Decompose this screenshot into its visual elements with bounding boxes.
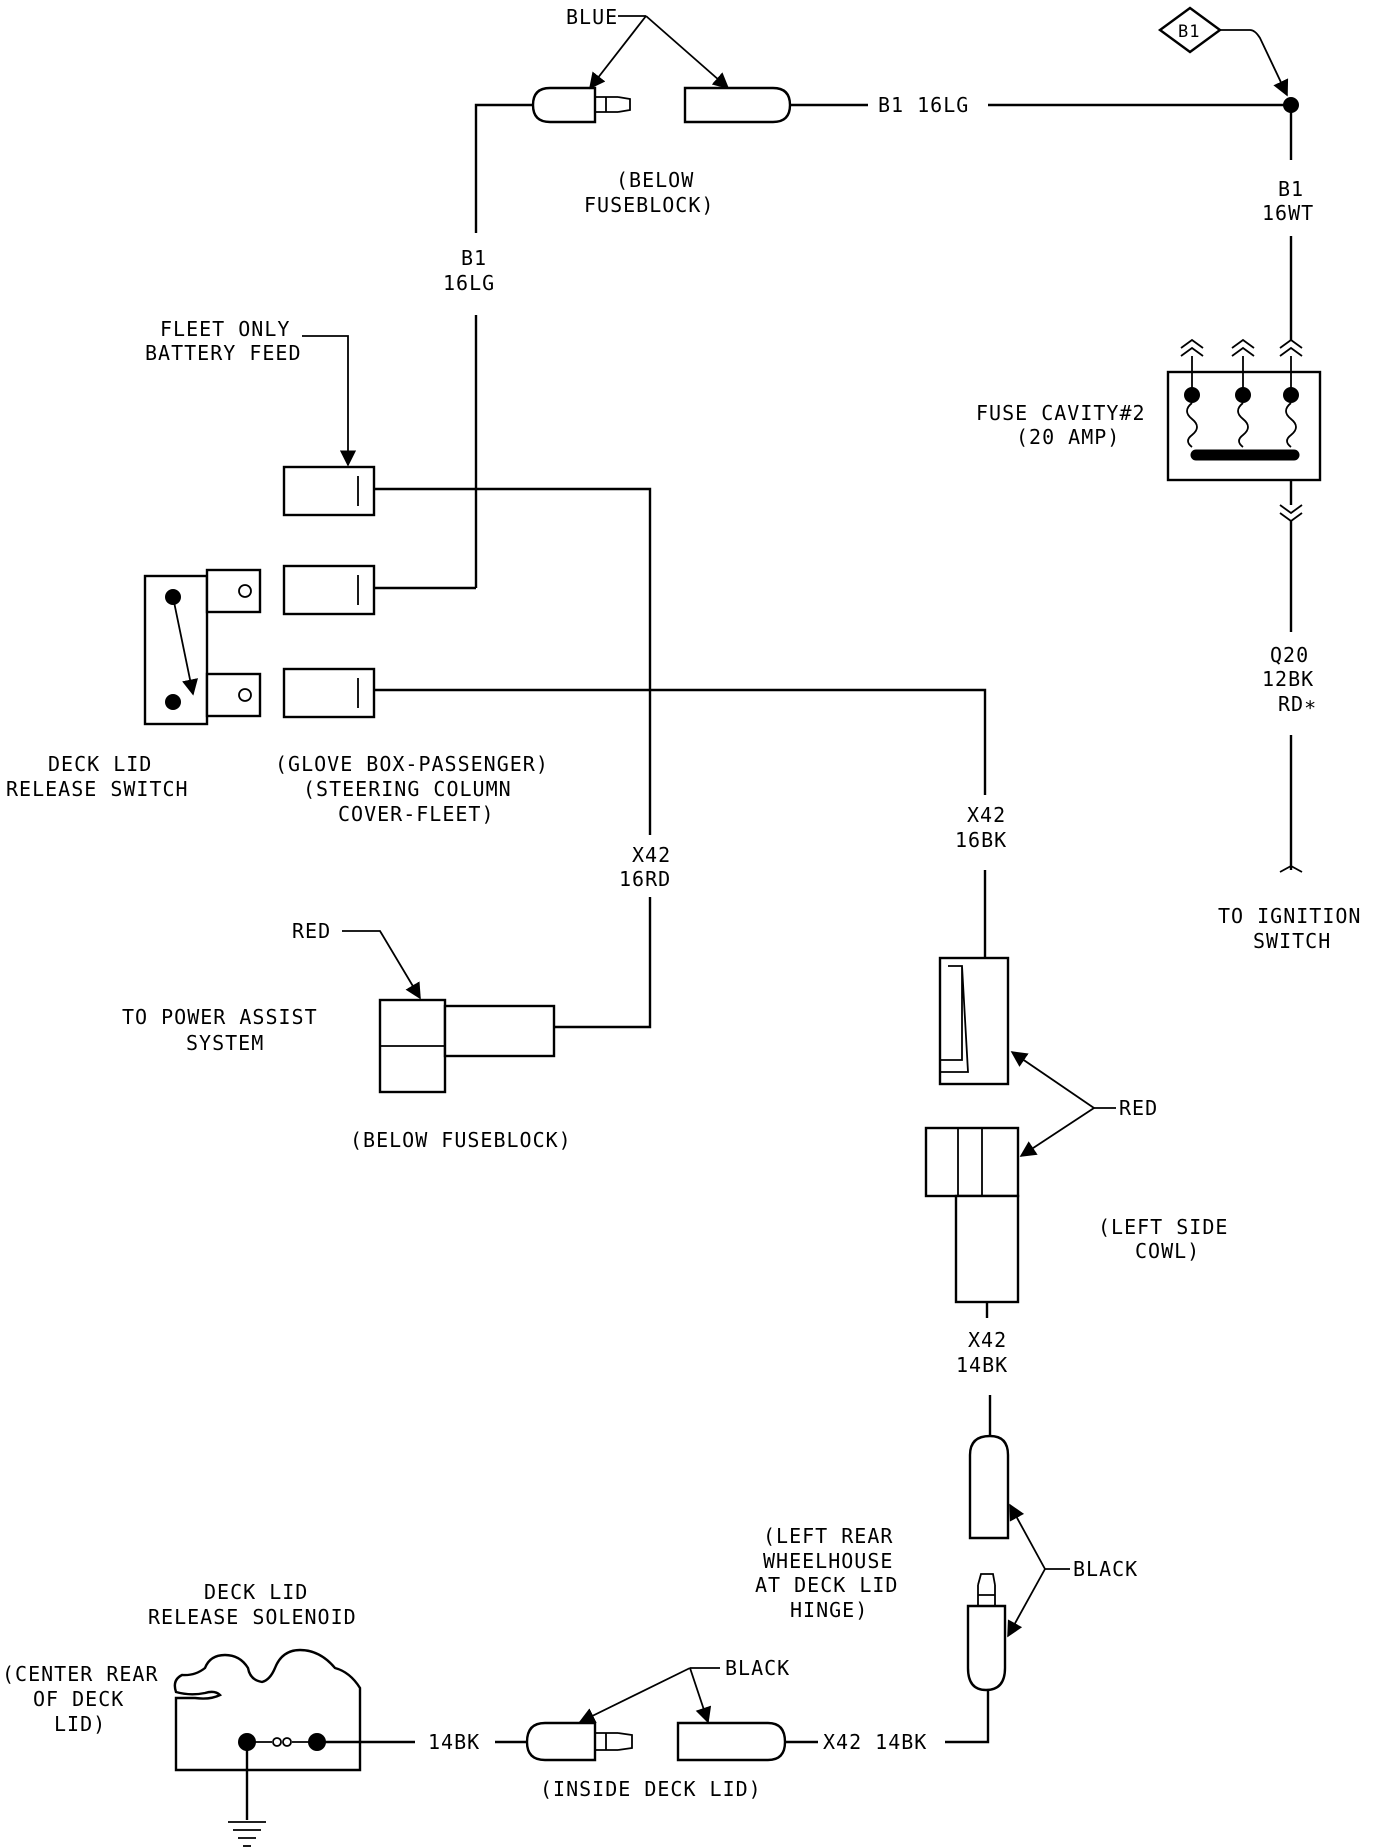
wheelhouse-label-4: HINGE)	[790, 1598, 868, 1622]
x42-14bk-bottom-label: X42 14BK	[823, 1730, 927, 1754]
red-power-arrow	[342, 930, 421, 1000]
x42-14bk-label-2: 14BK	[956, 1353, 1008, 1377]
diamond-arrow	[1220, 29, 1289, 97]
black-bottom-arrow-right	[689, 1667, 712, 1724]
b1-vert-label-1: B1	[461, 246, 487, 270]
red-cowl-arrow-up	[1010, 1051, 1095, 1109]
b1-vert-label-2: 16LG	[443, 271, 495, 295]
red-cowl-arrow-down	[1019, 1107, 1095, 1157]
inside-deck-label: (INSIDE DECK LID)	[540, 1777, 762, 1801]
power-label-1: TO POWER ASSIST	[122, 1005, 318, 1029]
below-fuseblock-top-label-2: FUSEBLOCK)	[584, 193, 714, 217]
blue-arrow-left	[589, 15, 647, 90]
glove-label-2: (STEERING COLUMN	[303, 777, 512, 801]
wire-x42-16rd	[374, 487, 652, 835]
black-right-arrow-down	[1007, 1568, 1046, 1638]
red-cowl-label: RED	[1119, 1096, 1158, 1120]
wire-break	[1279, 864, 1303, 873]
black-connector-lower	[966, 1573, 1007, 1692]
glove-box-connector-3	[282, 667, 376, 719]
x42-14bk-label-1: X42	[968, 1328, 1007, 1352]
center-label-2: OF DECK	[33, 1687, 124, 1711]
fuse-label-2: (20 AMP)	[1016, 425, 1120, 449]
q20-label-2: 12BK	[1262, 667, 1314, 691]
black-connector-upper	[968, 1434, 1010, 1540]
cowl-label-1: (LEFT SIDE	[1098, 1215, 1228, 1239]
center-label-1: (CENTER REAR	[2, 1662, 159, 1686]
fuse-label-1: FUSE CAVITY#2	[976, 401, 1146, 425]
x42-16bk-label-2: 16BK	[955, 828, 1007, 852]
fleet-arrow	[302, 335, 357, 467]
q20-label-1: Q20	[1270, 643, 1309, 667]
glove-label-3: COVER-FLEET)	[338, 802, 495, 826]
glove-box-connector-2	[282, 564, 376, 616]
black-right-label: BLACK	[1073, 1557, 1138, 1581]
deck-lid-release-switch	[143, 568, 262, 726]
blue-label: BLUE	[566, 5, 618, 29]
x42-16bk-label-1: X42	[967, 803, 1006, 827]
wheelhouse-label-1: (LEFT REAR	[763, 1524, 893, 1548]
center-label-3: LID)	[54, 1712, 106, 1736]
wire-x42-16bk	[374, 688, 987, 795]
fleet-label-1: FLEET ONLY	[160, 317, 290, 341]
inside-deck-connector	[525, 1721, 787, 1762]
cowl-connector-lower	[924, 1126, 1020, 1304]
x42-16rd-label-2: 16RD	[619, 867, 671, 891]
x42-16rd-label-1: X42	[632, 843, 671, 867]
blue-arrow-right	[645, 15, 730, 90]
wire-x42-14bk-bottom	[945, 1690, 990, 1744]
glove-box-connector-1	[282, 465, 376, 517]
below-fuseblock-bottom-label: (BELOW FUSEBLOCK)	[350, 1128, 572, 1152]
wire-b1-16lg-left	[474, 103, 533, 233]
blue-connector-top	[531, 86, 792, 124]
black-right-arrow-up	[1009, 1503, 1046, 1570]
solenoid-label-1: DECK LID	[204, 1580, 308, 1604]
fuse-cavity	[1166, 338, 1322, 523]
below-fuseblock-top-label-1: (BELOW	[616, 168, 694, 192]
cowl-label-2: COWL)	[1135, 1239, 1200, 1263]
ignition-label-1: TO IGNITION	[1218, 904, 1361, 928]
deck-lid-release-solenoid	[173, 1648, 372, 1847]
solenoid-label-2: RELEASE SOLENOID	[148, 1605, 357, 1629]
glove-label-1: (GLOVE BOX-PASSENGER)	[275, 752, 549, 776]
b1-16lg-right-label: B1 16LG	[878, 93, 969, 117]
power-label-2: SYSTEM	[186, 1031, 264, 1055]
b1-16wt-label-2: 16WT	[1262, 201, 1314, 225]
fleet-label-2: BATTERY FEED	[145, 341, 302, 365]
wheelhouse-label-3: AT DECK LID	[755, 1573, 898, 1597]
ignition-label-2: SWITCH	[1253, 929, 1331, 953]
deck-switch-label-1: DECK LID	[48, 752, 152, 776]
black-bottom-arrow-left	[578, 1667, 691, 1723]
power-assist-connector	[378, 998, 556, 1094]
q20-label-3: RD∗	[1278, 692, 1317, 716]
wire-x42-16rd-lower	[554, 897, 652, 1029]
deck-switch-label-2: RELEASE SWITCH	[6, 777, 189, 801]
svg-text:B1: B1	[1178, 22, 1200, 42]
red-power-label: RED	[292, 919, 331, 943]
cowl-connector-upper	[938, 956, 1010, 1086]
black-bottom-label: BLACK	[725, 1656, 790, 1680]
b1-diamond-marker: B1	[1157, 6, 1223, 54]
wheelhouse-label-2: WHEELHOUSE	[763, 1549, 893, 1573]
b1-16wt-label-1: B1	[1278, 177, 1304, 201]
bk14-left-label: 14BK	[428, 1730, 480, 1754]
